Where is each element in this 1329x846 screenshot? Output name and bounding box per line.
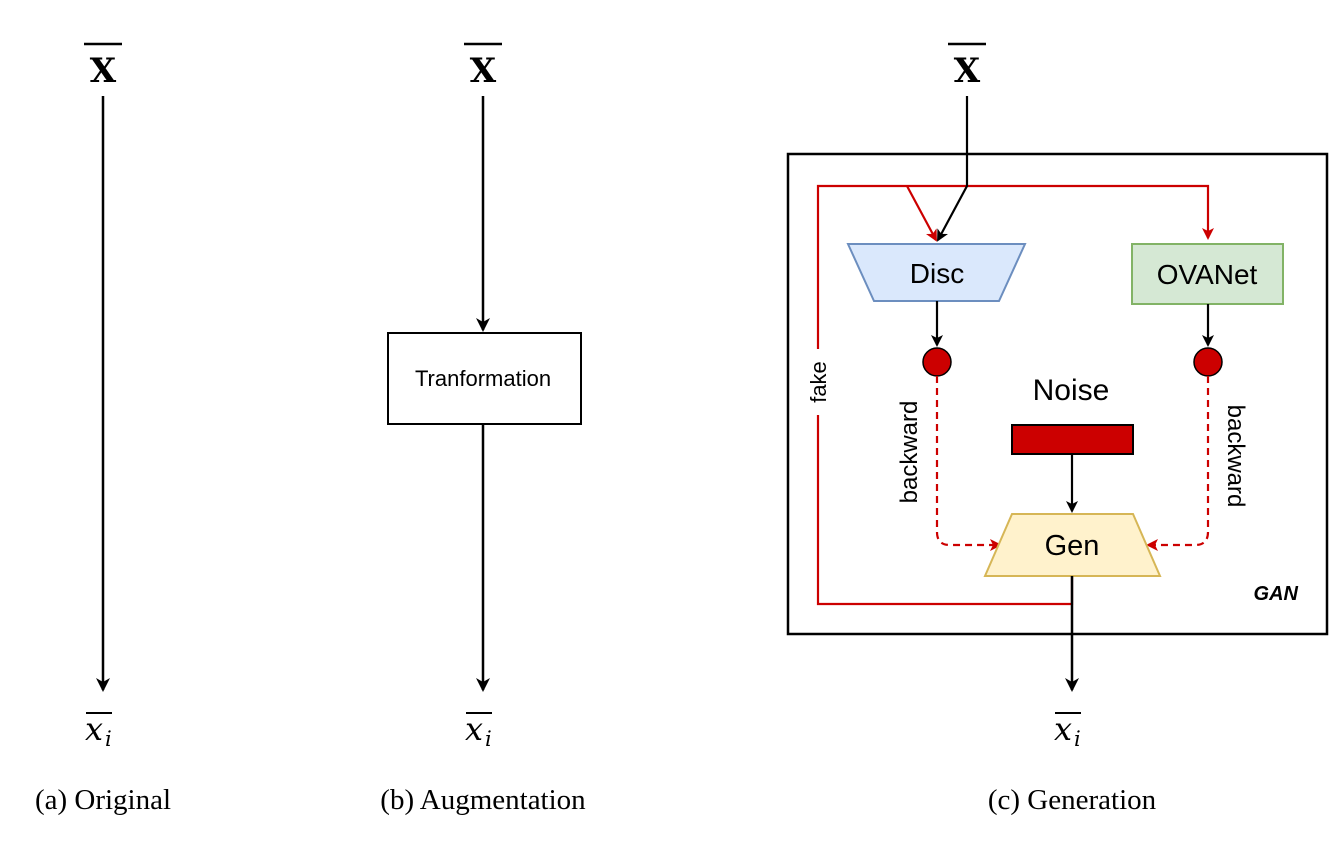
output-label-c: xi [1054,710,1081,751]
noise-label: Noise [1033,374,1110,407]
panel-augmentation: X Tranformation xi (b) Augmentation [380,42,586,816]
gan-box [786,152,1329,636]
transformation-label: Tranformation [415,366,551,391]
backward-left-arrow [935,376,1002,551]
fake-label-bg [805,349,833,415]
disc-block [846,243,1027,302]
ovanet-loss-node [1193,347,1223,377]
gan-label: GAN [1254,583,1299,605]
fake-label: fake [806,361,831,403]
output-label-b-sub: i [485,727,492,751]
fake-to-disc-arrow [906,185,937,242]
output-label-b-base: x [465,710,483,748]
disc-loss-node [922,347,952,377]
disc-label: Disc [910,258,964,289]
transformation-box [387,332,582,425]
caption-original: (a) Original [35,784,171,816]
gen-label: Gen [1045,530,1100,562]
gen-block [983,513,1162,577]
input-label-b: X [470,51,497,91]
input-to-disc-arrow [937,96,969,242]
backward-right-label: backward [1222,405,1249,508]
output-label-c-sub: i [1074,727,1081,751]
caption-generation: (c) Generation [988,784,1157,816]
backward-left-label: backward [896,401,923,504]
ovanet-label: OVANet [1157,259,1258,290]
output-label-a-base: x [85,710,103,748]
output-label-a: xi [85,710,112,751]
panel-generation: X GAN fake Disc OVANet backward backward… [786,42,1329,816]
output-label-a-sub: i [105,727,112,751]
caption-augmentation: (b) Augmentation [380,784,586,816]
noise-block [1011,424,1134,455]
input-label-a: X [90,51,117,91]
input-label-c: X [954,51,981,91]
panel-original: X xi (a) Original [35,42,171,816]
backward-right-arrow [1146,376,1210,551]
output-label-b: xi [465,710,492,751]
output-label-c-base: x [1054,710,1072,748]
